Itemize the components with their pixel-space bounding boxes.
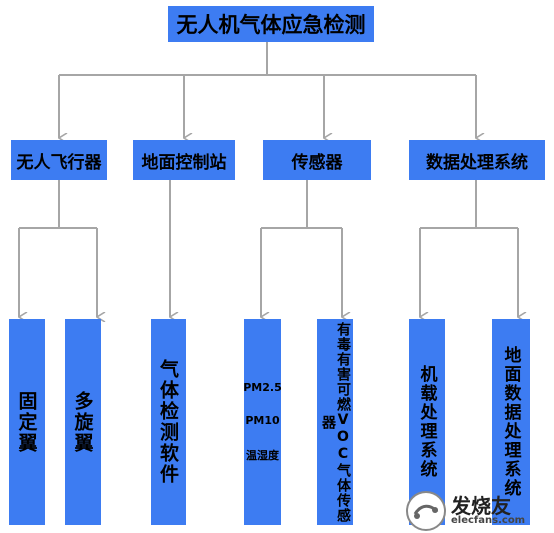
category-ground-station-label: 地面控制站 — [141, 152, 227, 173]
leaf-sensor-list: PM2.5 PM10 温湿度 — [243, 319, 282, 525]
leaf-onboard-processing-label: 机载处理系统 — [416, 365, 437, 479]
leaf-onboard-processing: 机载处理系统 — [409, 319, 445, 525]
leaf-detection-software-label: 气体检测软件 — [157, 359, 179, 485]
leaf-fixed-wing-label: 固定翼 — [15, 390, 38, 454]
category-ground-station: 地面控制站 — [133, 140, 235, 180]
category-sensor-label: 传感器 — [291, 152, 343, 173]
leaf-detection-software: 气体检测软件 — [151, 319, 186, 525]
category-uav-label: 无人飞行器 — [16, 152, 102, 173]
leaf-toxic-gas-sensor-label: 有毒有害可燃VOC气体传感器 — [320, 321, 351, 523]
leaf-fixed-wing: 固定翼 — [9, 319, 45, 525]
watermark-sub: elecfans.com — [451, 514, 526, 526]
leaf-ground-data-processing: 地面数据处理系统 — [492, 319, 530, 525]
leaf-toxic-gas-sensor: 有毒有害可燃VOC气体传感器 — [317, 319, 353, 525]
elecfans-logo-icon — [406, 490, 446, 531]
root-label: 无人机气体应急检测 — [176, 13, 366, 37]
leaf-multi-rotor-label: 多旋翼 — [71, 390, 94, 454]
sensor-temp-humidity: 温湿度 — [246, 449, 279, 462]
sensor-pm10: PM10 — [245, 414, 280, 427]
category-data-processing: 数据处理系统 — [409, 140, 545, 180]
root-node: 无人机气体应急检测 — [168, 6, 374, 42]
leaf-multi-rotor: 多旋翼 — [65, 319, 101, 525]
category-sensor: 传感器 — [263, 140, 371, 180]
category-data-processing-label: 数据处理系统 — [426, 152, 528, 173]
watermark-main: 发烧友 — [451, 493, 511, 518]
watermark: 发烧友 elecfans.com — [405, 488, 554, 533]
category-uav: 无人飞行器 — [11, 140, 107, 180]
leaf-ground-data-processing-label: 地面数据处理系统 — [500, 346, 521, 498]
sensor-pm25: PM2.5 — [243, 381, 282, 394]
